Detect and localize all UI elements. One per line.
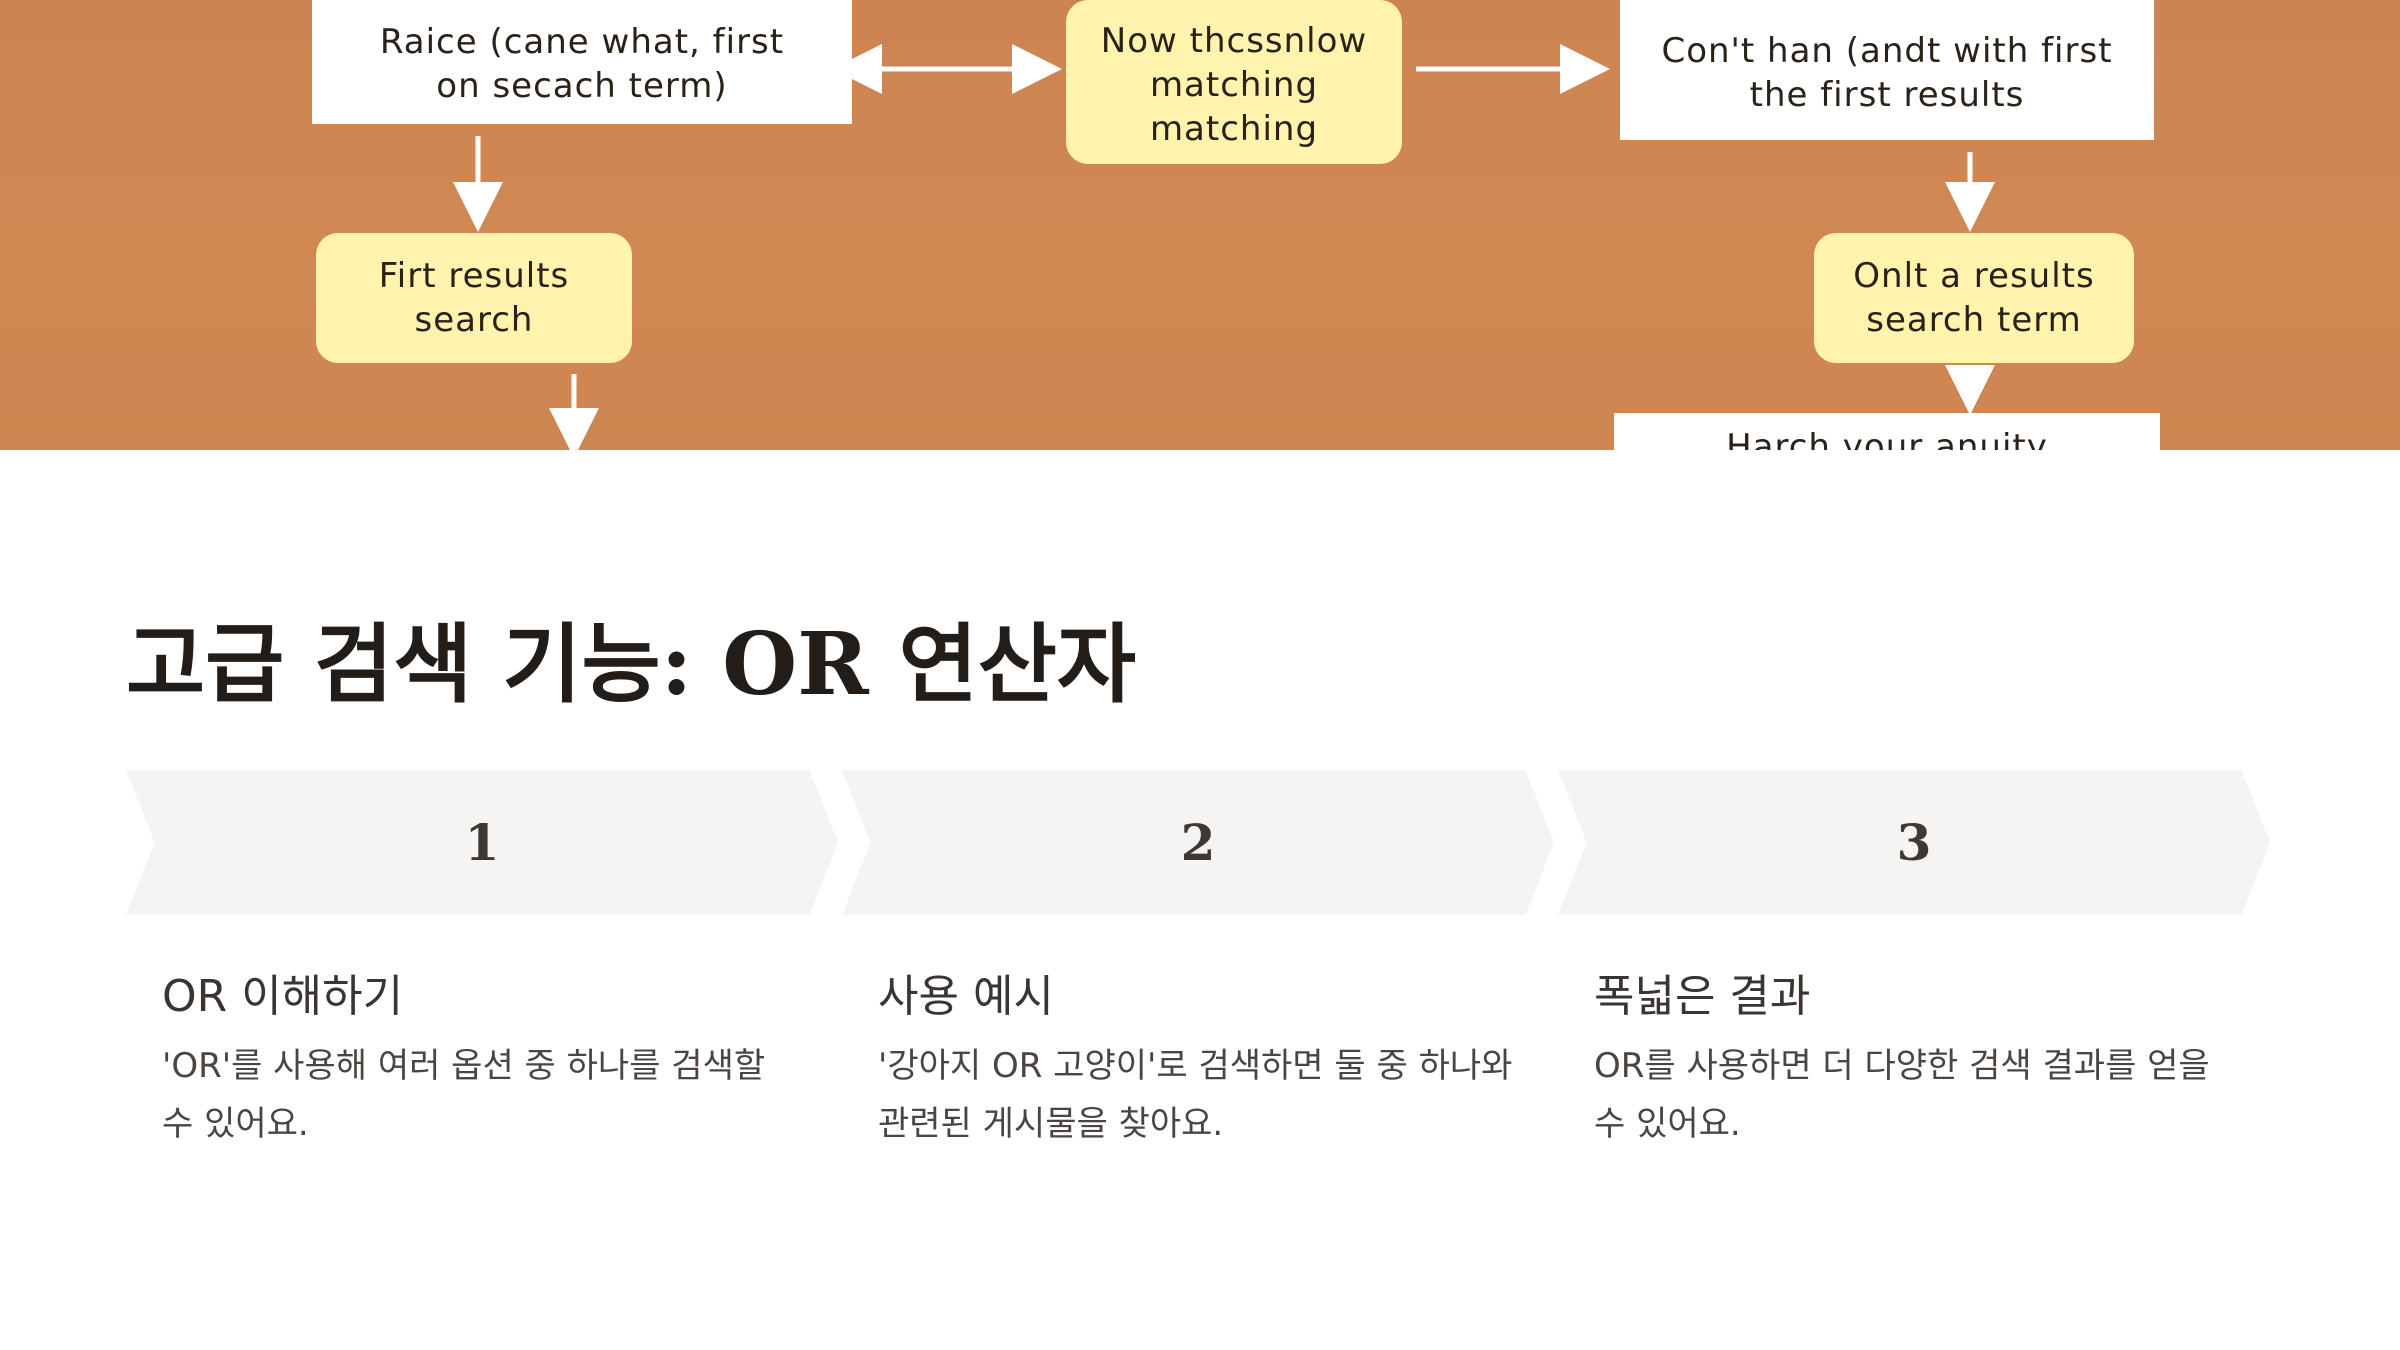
step-chevron-2: 2 — [842, 770, 1554, 915]
flow-box-start: Raice (cane what, first on secach term) — [312, 0, 852, 124]
step-title: 사용 예시 — [878, 971, 1054, 1022]
step-number: 3 — [1896, 813, 1932, 872]
page-title: 고급 검색 기능: OR 연산자 — [126, 614, 1136, 715]
flowchart-arrows — [453, 44, 1995, 450]
flow-box-matching: Now thcssnlow matching matching — [1066, 0, 1402, 164]
step-description: '강아지 OR 고양이'로 검색하면 둘 중 하나와 관련된 게시물을 찾아요. — [878, 1046, 1513, 1144]
flowchart-image: Raice (cane what, first on secach term) … — [0, 0, 2400, 450]
step-description: 'OR'를 사용해 여러 옵션 중 하나를 검색할 수 있어요. — [162, 1046, 766, 1144]
step-title: 폭넓은 결과 — [1594, 971, 1811, 1022]
flow-box-search-quality: Harch your anuity — [1614, 413, 2160, 450]
step-card-3: 폭넓은 결과 OR를 사용하면 더 다양한 검색 결과를 얻을 수 있어요. — [1594, 965, 2234, 1153]
step-title: OR 이해하기 — [162, 971, 404, 1022]
step-number: 1 — [464, 813, 500, 872]
flow-box-first-results: Con't han (andt with first the first res… — [1620, 0, 2154, 140]
step-card-2: 사용 예시 '강아지 OR 고양이'로 검색하면 둘 중 하나와 관련된 게시물… — [878, 965, 1518, 1153]
flow-box-results-term: Onlt a results search term — [1814, 233, 2134, 363]
step-description: OR를 사용하면 더 다양한 검색 결과를 얻을 수 있어요. — [1594, 1046, 2210, 1144]
step-chevrons: 1 2 3 — [126, 770, 2276, 915]
step-chevron-3: 3 — [1558, 770, 2270, 915]
flow-box-first-search: Firt results search — [316, 233, 632, 363]
step-number: 2 — [1180, 813, 1216, 872]
step-chevron-1: 1 — [126, 770, 838, 915]
step-card-1: OR 이해하기 'OR'를 사용해 여러 옵션 중 하나를 검색할 수 있어요. — [162, 965, 802, 1153]
